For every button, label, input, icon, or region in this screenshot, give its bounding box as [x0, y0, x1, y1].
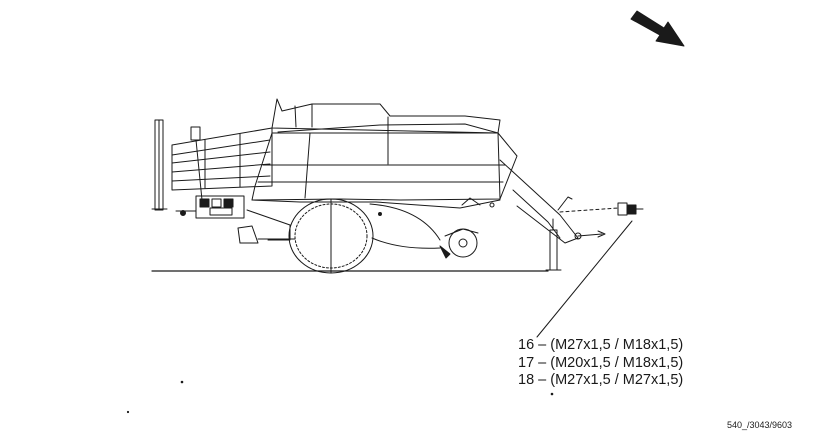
- legend-item-18: 18 – (M27x1,5 / M27x1,5): [518, 372, 684, 388]
- fitting-legend: 16 – (M27x1,5 / M18x1,5) 17 – (M20x1,5 /…: [518, 337, 683, 390]
- leader-line: [536, 220, 633, 338]
- hydraulic-fitting-icon: [617, 202, 644, 216]
- rear-lamp-cluster: [175, 195, 245, 219]
- legend-item-16: 16 – (M27x1,5 / M18x1,5): [518, 337, 684, 353]
- document-reference: 540_/3043/9603: [727, 420, 793, 430]
- legend-item-17: 17 – (M20x1,5 / M18x1,5): [518, 354, 684, 371]
- arrow-down-right-icon: [630, 10, 685, 47]
- baler-machine-icon: [151, 98, 619, 274]
